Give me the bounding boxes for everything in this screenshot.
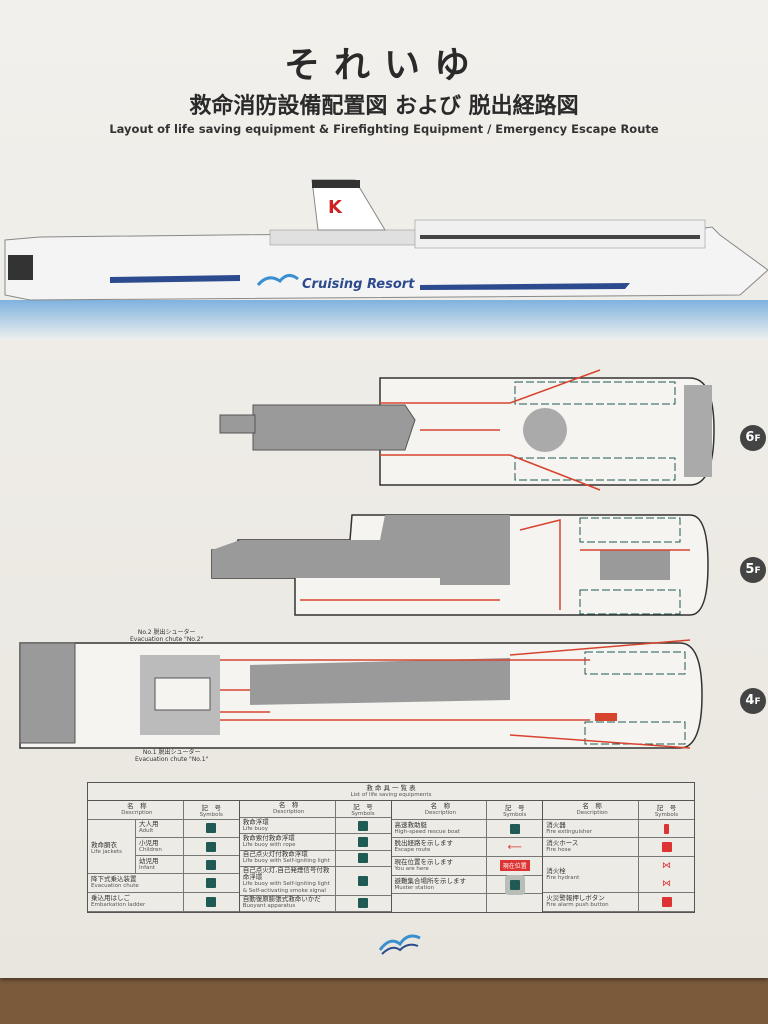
you-are-here-badge: 現在位置 — [499, 860, 530, 872]
deck-label-4f: 4F — [740, 688, 766, 714]
ship-illustration: K — [4, 179, 768, 301]
muster-station-icon — [509, 879, 520, 890]
fire-alarm-button-icon — [661, 897, 672, 908]
buoyant-apparatus-icon — [358, 898, 368, 909]
life-buoy-light-icon — [358, 853, 368, 864]
deck-4f-plan — [19, 639, 703, 749]
sea-band — [0, 300, 768, 340]
company-logo-icon — [378, 934, 421, 955]
escape-route-icon: ⟵ — [507, 841, 522, 853]
fire-hydrant-icon: ⋈ — [662, 860, 671, 871]
deck-5f-plan — [211, 514, 709, 616]
title-en: Layout of life saving equipment & Firefi… — [109, 122, 659, 136]
life-buoy-light-smoke-icon — [358, 875, 368, 886]
life-jacket-infant-icon — [206, 859, 217, 870]
evacuation-chute-icon — [206, 878, 217, 889]
embarkation-ladder-icon — [206, 897, 217, 908]
deck-label-5f: 5F — [740, 557, 766, 583]
deck-6f-plan — [219, 369, 715, 491]
ship-name: それいゆ — [283, 44, 484, 86]
fire-extinguisher-icon — [664, 823, 669, 834]
rescue-boat-icon — [509, 823, 520, 834]
life-jacket-adult-icon — [206, 823, 217, 834]
deck-plans — [19, 369, 715, 749]
fire-hydrant-alt-icon: ⋈ — [662, 878, 671, 889]
life-jacket-child-icon — [206, 841, 217, 852]
chute-no1-label: No.1 脱出シューター Evacuation chute "No.1" — [135, 749, 208, 763]
title-jp: 救命消防設備配置図 および 脱出経路図 — [189, 94, 579, 119]
life-buoy-rope-icon — [358, 836, 368, 847]
safety-board: それいゆ 救命消防設備配置図 および 脱出経路図 Layout of life … — [0, 0, 768, 978]
fire-hose-icon — [661, 842, 672, 853]
chute-no1-jp: No.1 脱出シューター — [142, 749, 201, 756]
life-buoy-icon — [358, 820, 368, 831]
brand-name: Cruising Resort — [302, 277, 415, 292]
chute-no1-en: Evacuation chute "No.1" — [135, 756, 209, 763]
funnel-logo: K — [328, 197, 343, 218]
chute-no2-label: No.2 脱出シューター Evacuation chute "No.2" — [130, 629, 203, 643]
chute-no2-jp: No.2 脱出シューター — [137, 629, 196, 636]
deck-label-6f: 6F — [740, 425, 766, 451]
chute-no2-en: Evacuation chute "No.2" — [130, 636, 204, 643]
